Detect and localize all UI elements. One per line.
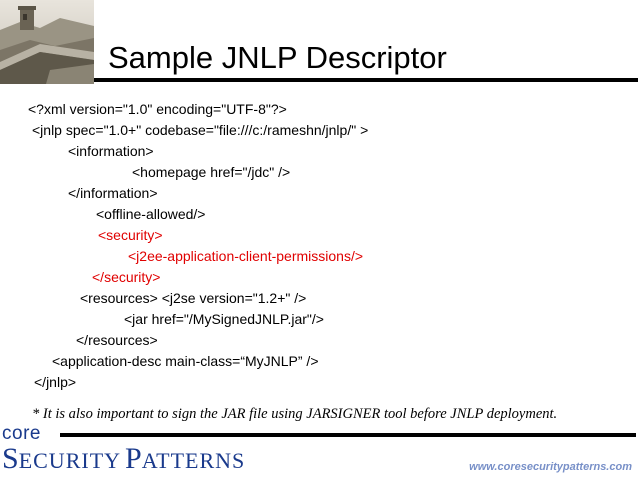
code-line-xml-declaration: <?xml version="1.0" encoding="UTF-8"?>: [28, 101, 287, 117]
logo-atterns: ATTERNS: [141, 448, 246, 473]
code-line-resources-open: <resources> <j2se version="1.2+" />: [80, 290, 307, 306]
website-url: www.coresecuritypatterns.com: [469, 461, 632, 473]
code-line-resources-close: </resources>: [76, 332, 158, 348]
code-line-security-open: <security>: [98, 227, 163, 243]
code-line-jnlp-open: <jnlp spec="1.0+" codebase="file:///c:/r…: [32, 122, 369, 138]
slide-title: Sample JNLP Descriptor: [108, 40, 447, 75]
great-wall-photo: [0, 0, 94, 84]
deployment-note: * It is also important to sign the JAR f…: [32, 406, 558, 422]
code-line-offline-allowed: <offline-allowed/>: [96, 206, 206, 222]
logo-core-text: core: [2, 423, 41, 444]
code-line-jnlp-close: </jnlp>: [34, 374, 77, 390]
code-line-permissions: <j2ee-application-client-permissions/>: [128, 248, 364, 264]
logo-letter-s: S: [2, 442, 19, 475]
logo-ecurity: ECURITY: [18, 448, 122, 473]
logo-security-patterns: SECURITY PATTERNS: [2, 444, 245, 479]
code-line-information-open: <information>: [68, 143, 154, 159]
code-line-security-close: </security>: [92, 269, 161, 285]
code-line-application-desc: <application-desc main-class=“MyJNLP” />: [52, 353, 319, 369]
title-divider: [94, 78, 638, 82]
code-line-information-close: </information>: [68, 185, 158, 201]
footer-divider: [60, 433, 636, 437]
logo-letter-p: P: [125, 442, 142, 475]
code-line-homepage: <homepage href="/jdc" />: [132, 164, 291, 180]
code-line-jar: <jar href="/MySignedJNLP.jar"/>: [124, 311, 324, 327]
